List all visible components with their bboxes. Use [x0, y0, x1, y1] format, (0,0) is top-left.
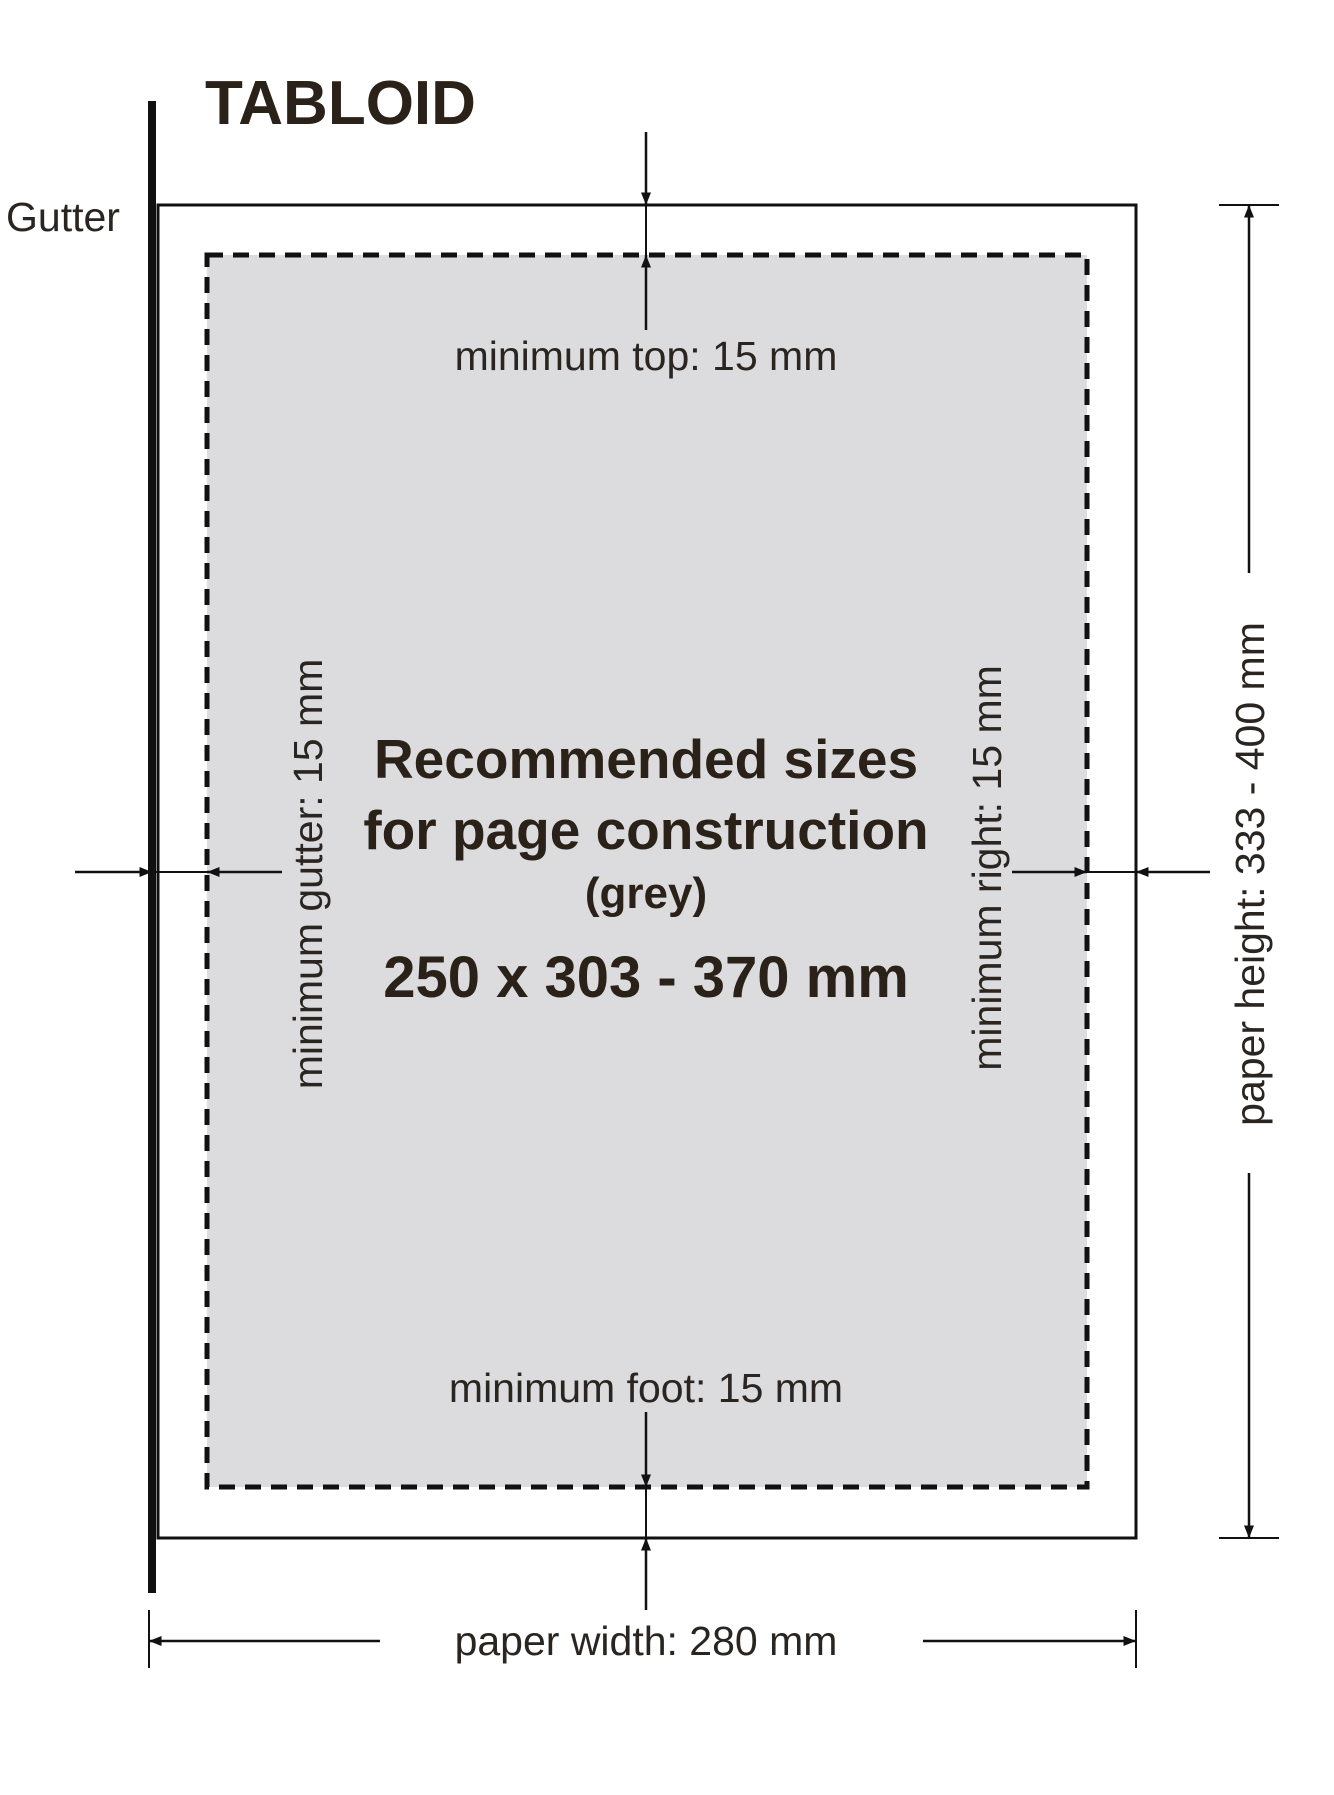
paper-height-label: paper height: 333 - 400 mm: [1227, 622, 1273, 1126]
paper-width-label: paper width: 280 mm: [455, 1618, 838, 1664]
min-gutter-label: minimum gutter: 15 mm: [285, 659, 331, 1090]
min-right-label: minimum right: 15 mm: [964, 665, 1010, 1071]
center-line-1: Recommended sizes: [374, 728, 918, 790]
center-line-3: (grey): [585, 869, 707, 918]
gutter-label: Gutter: [6, 194, 120, 240]
title: TABLOID: [205, 69, 476, 138]
min-foot-label: minimum foot: 15 mm: [449, 1365, 843, 1411]
grey-construction-area: [207, 255, 1087, 1487]
center-line-2: for page construction: [363, 799, 928, 861]
center-line-4: 250 x 303 - 370 mm: [383, 945, 909, 1010]
min-top-label: minimum top: 15 mm: [455, 333, 838, 379]
